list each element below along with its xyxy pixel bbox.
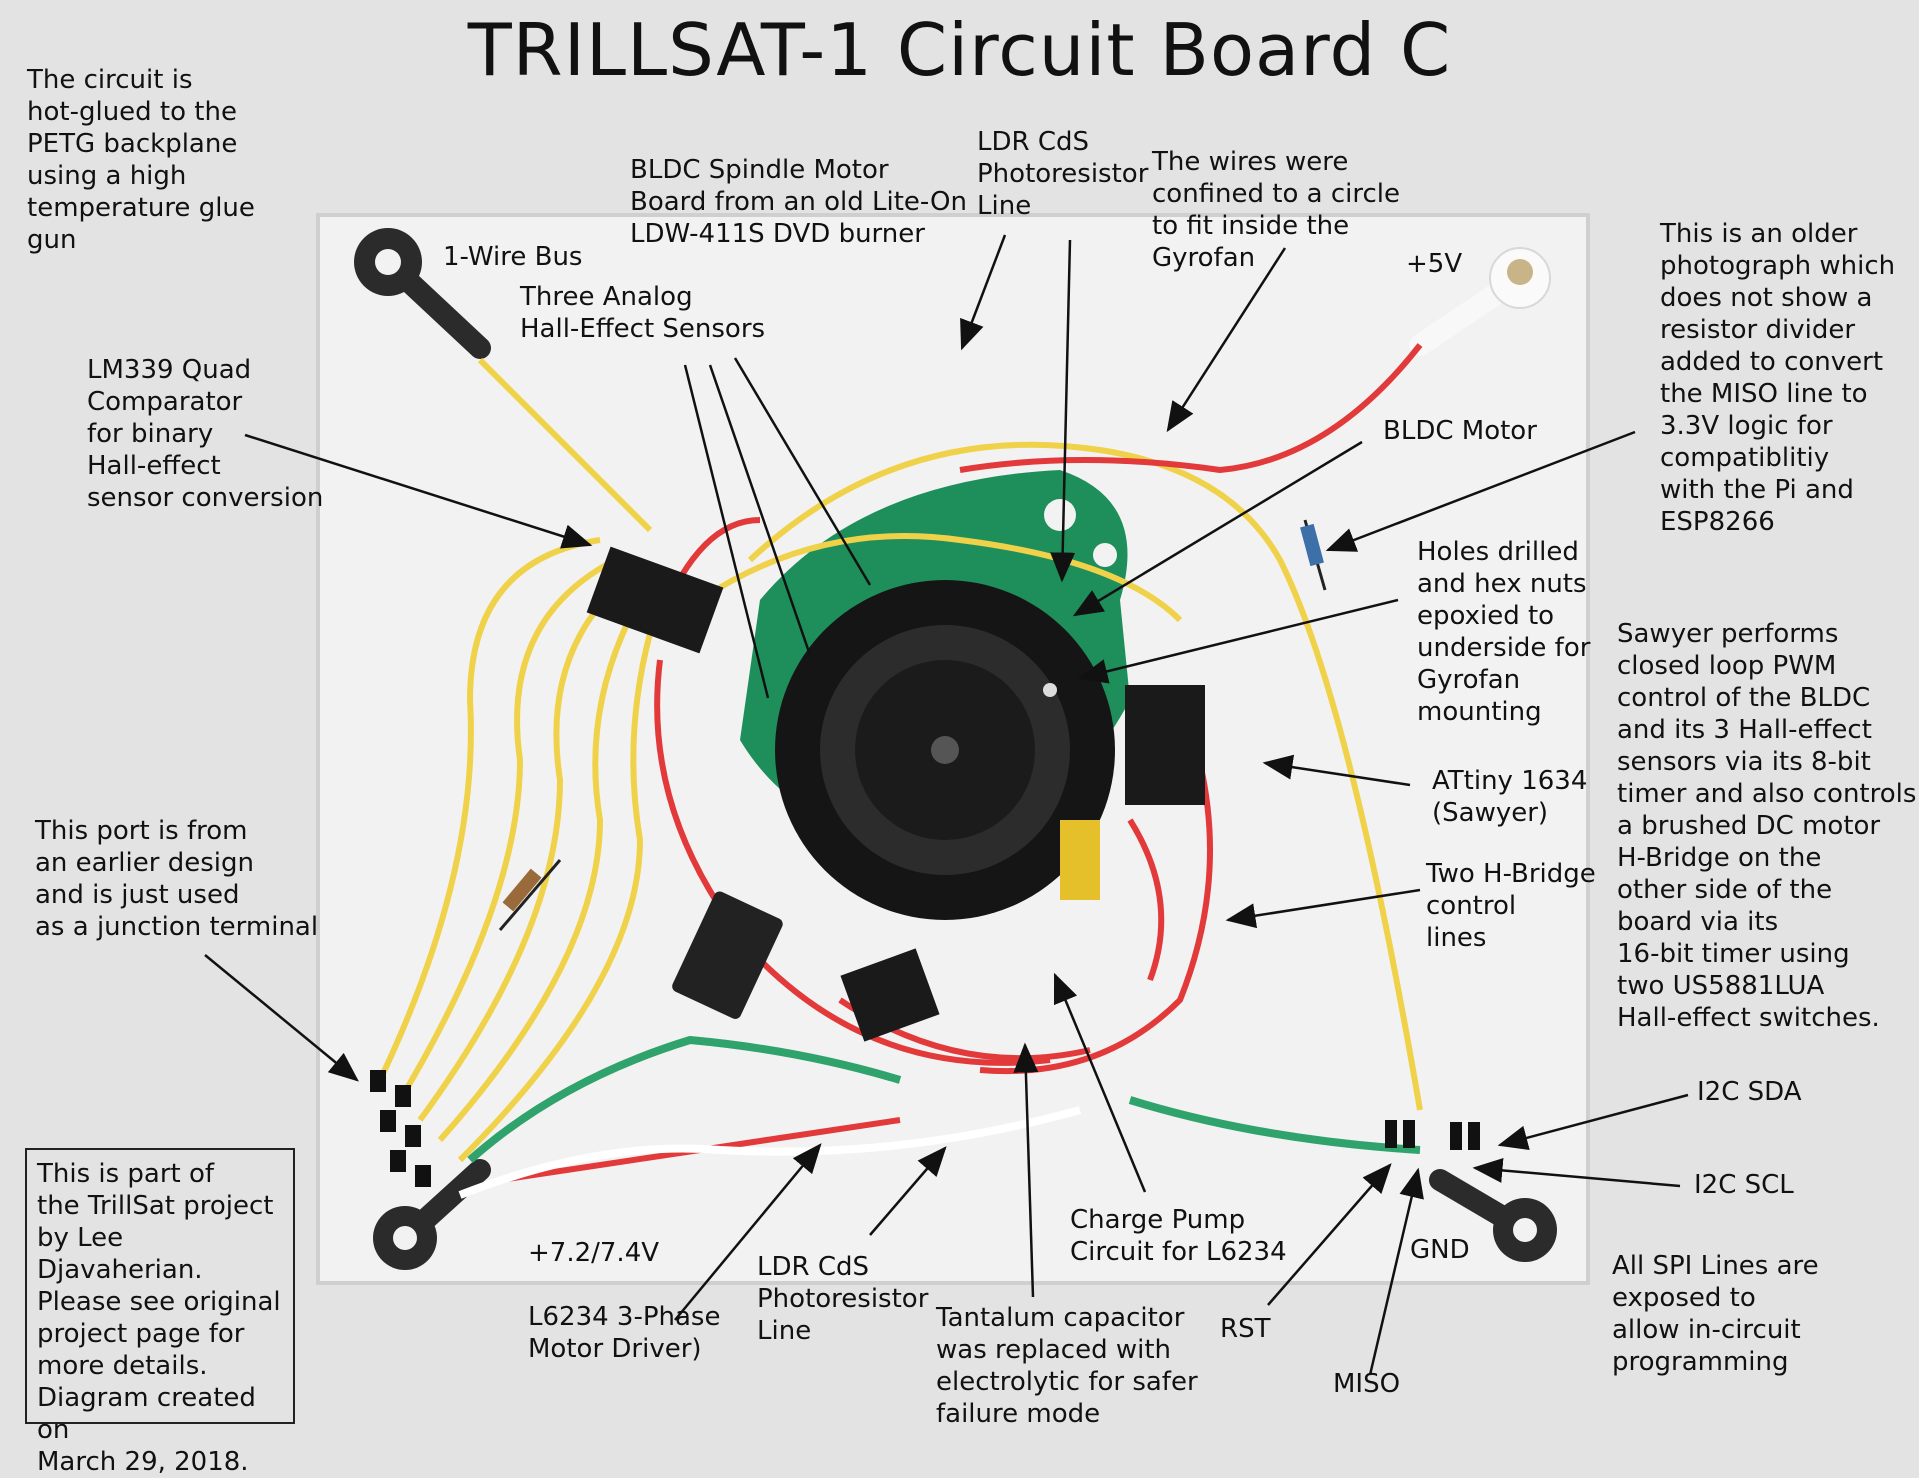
annotation-charge-pump: Charge Pump Circuit for L6234 <box>1070 1205 1287 1267</box>
annotation-hall-sensors: Three Analog Hall-Effect Sensors <box>520 282 766 344</box>
mounting-hole-top-right <box>1409 247 1551 356</box>
label-miso: MISO <box>1333 1369 1401 1399</box>
electrolytic-capacitor <box>672 891 783 1019</box>
annotation-l6234: L6234 3-Phase Motor Driver) <box>528 1302 721 1364</box>
mounting-hole-bottom-right <box>1429 1169 1557 1262</box>
page-title: TRILLSAT-1 Circuit Board C <box>467 8 1452 92</box>
label-i2c-sda: I2C SDA <box>1697 1077 1802 1107</box>
yellow-capacitor <box>1060 820 1100 900</box>
junction-terminal-left <box>370 1070 431 1187</box>
annotation-bldc-board: BLDC Spindle Motor Board from an old Lit… <box>630 155 967 249</box>
annotation-ldr-top: LDR CdS Photoresistor Line <box>977 127 1149 221</box>
label-attiny-1634: ATtiny 1634 (Sawyer) <box>1432 766 1588 828</box>
label-i2c-scl: I2C SCL <box>1694 1170 1794 1200</box>
label-gnd: GND <box>1410 1235 1470 1265</box>
header-pins-right <box>1385 1120 1480 1150</box>
annotation-older-photo: This is an older photograph which does n… <box>1660 219 1896 537</box>
credit-box: This is part of the TrillSat project by … <box>25 1148 295 1477</box>
board-shadow-edge <box>316 213 1590 1285</box>
attiny-chip <box>1125 685 1205 805</box>
annotation-tantalum: Tantalum capacitor was replaced with ele… <box>936 1303 1198 1429</box>
annotation-ldr-bottom: LDR CdS Photoresistor Line <box>757 1252 929 1346</box>
annotation-hot-glue: The circuit is hot-glued to the PETG bac… <box>27 65 255 255</box>
l6234-chip <box>840 948 940 1042</box>
mounting-hole-bottom-left <box>373 1159 491 1270</box>
label-bldc-motor: BLDC Motor <box>1383 416 1537 446</box>
resistor-left <box>498 859 562 931</box>
annotation-sawyer-description: Sawyer performs closed loop PWM control … <box>1617 619 1917 1033</box>
annotation-wires-confined: The wires were confined to a circle to f… <box>1152 147 1401 273</box>
bldc-motor <box>775 580 1115 920</box>
annotation-hbridge-lines: Two H-Bridge control lines <box>1426 859 1596 953</box>
label-rst: RST <box>1220 1314 1271 1344</box>
label-plus-5v: +5V <box>1406 249 1463 279</box>
mounting-hole-top-left <box>354 228 491 359</box>
label-plus-7v: +7.2/7.4V <box>528 1238 660 1268</box>
annotation-spi-lines: All SPI Lines are exposed to allow in-ci… <box>1612 1251 1819 1377</box>
annotation-junction-port: This port is from an earlier design and … <box>35 816 319 942</box>
annotation-lm339: LM339 Quad Comparator for binary Hall-ef… <box>87 355 324 513</box>
annotation-holes: Holes drilled and hex nuts epoxied to un… <box>1417 537 1591 727</box>
label-one-wire-bus: 1-Wire Bus <box>443 242 583 272</box>
